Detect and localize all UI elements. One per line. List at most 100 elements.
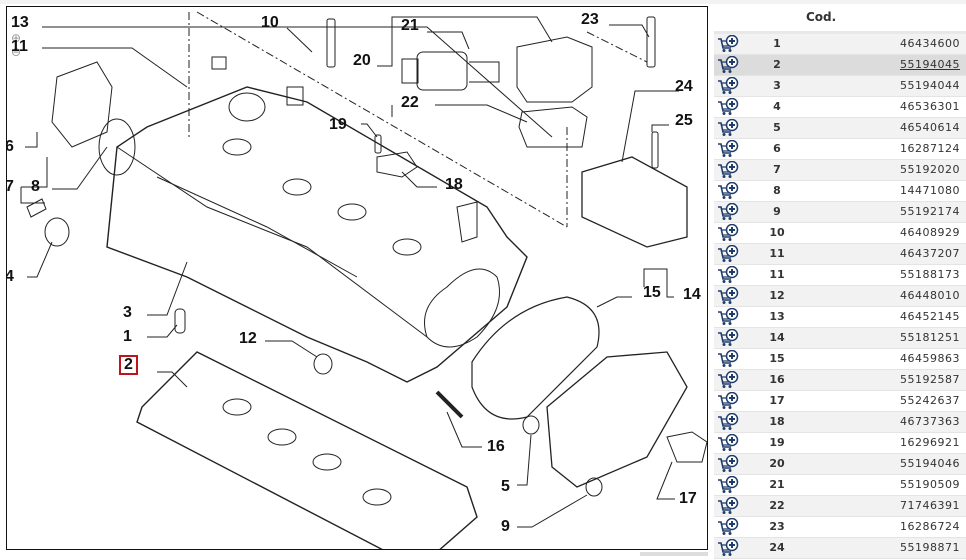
- add-to-cart-icon[interactable]: [717, 223, 739, 242]
- part-code[interactable]: 14471080: [900, 184, 960, 197]
- add-to-cart-icon[interactable]: [717, 328, 739, 347]
- part-code[interactable]: 55194044: [900, 79, 960, 92]
- add-to-cart-icon[interactable]: [717, 202, 739, 221]
- add-to-cart-icon[interactable]: [717, 55, 739, 74]
- part-row[interactable]: 11 55188173: [714, 265, 966, 286]
- part-code[interactable]: 55190509: [900, 478, 960, 491]
- add-to-cart-icon[interactable]: [717, 118, 739, 137]
- part-row[interactable]: 4 46536301: [714, 97, 966, 118]
- callout-21[interactable]: 21: [401, 17, 419, 34]
- callout-24[interactable]: 24: [675, 78, 693, 95]
- callout-1[interactable]: 1: [123, 328, 132, 345]
- part-row[interactable]: 18 46737363: [714, 412, 966, 433]
- callout-2-selected[interactable]: 2: [119, 355, 138, 375]
- part-row[interactable]: 12 46448010: [714, 286, 966, 307]
- callout-15[interactable]: 15: [643, 284, 661, 301]
- add-to-cart-icon[interactable]: [717, 517, 739, 536]
- add-to-cart-icon[interactable]: [717, 370, 739, 389]
- part-code[interactable]: 55192174: [900, 205, 960, 218]
- part-code[interactable]: 46437207: [900, 247, 960, 260]
- add-to-cart-icon[interactable]: [717, 244, 739, 263]
- add-to-cart-icon[interactable]: [717, 391, 739, 410]
- callout-10[interactable]: 10: [261, 14, 279, 31]
- part-row[interactable]: 14 55181251: [714, 328, 966, 349]
- part-row[interactable]: 17 55242637: [714, 391, 966, 412]
- exploded-parts-diagram[interactable]: 13 ⊕ ⊖ 11 10 21 20 22 23 24 25 19 18 6 7…: [6, 6, 708, 550]
- add-to-cart-icon[interactable]: [717, 538, 739, 557]
- callout-9[interactable]: 9: [501, 518, 510, 535]
- part-row[interactable]: 3 55194044: [714, 76, 966, 97]
- part-row[interactable]: 19 16296921: [714, 433, 966, 454]
- callout-8[interactable]: 8: [31, 178, 40, 195]
- part-code[interactable]: 46536301: [900, 100, 960, 113]
- add-to-cart-icon[interactable]: [717, 412, 739, 431]
- part-row[interactable]: 2 55194045: [714, 55, 966, 76]
- zoom-in-icon[interactable]: ⊕: [11, 31, 22, 45]
- callout-22[interactable]: 22: [401, 94, 419, 111]
- add-to-cart-icon[interactable]: [717, 454, 739, 473]
- part-code[interactable]: 55192020: [900, 163, 960, 176]
- add-to-cart-icon[interactable]: [717, 160, 739, 179]
- add-to-cart-icon[interactable]: [717, 286, 739, 305]
- part-code[interactable]: 55194046: [900, 457, 960, 470]
- part-code[interactable]: 71746391: [900, 499, 960, 512]
- part-code[interactable]: 55198871: [900, 541, 960, 554]
- part-code[interactable]: 55192587: [900, 373, 960, 386]
- part-row[interactable]: 20 55194046: [714, 454, 966, 475]
- add-to-cart-icon[interactable]: [717, 97, 739, 116]
- callout-13[interactable]: 13: [11, 14, 29, 31]
- add-to-cart-icon[interactable]: [717, 307, 739, 326]
- callout-19[interactable]: 19: [329, 116, 347, 133]
- part-row[interactable]: 13 46452145: [714, 307, 966, 328]
- callout-7[interactable]: 7: [7, 179, 14, 195]
- part-code[interactable]: 16287124: [900, 142, 960, 155]
- part-row[interactable]: 21 55190509: [714, 475, 966, 496]
- part-row[interactable]: 1 46434600: [714, 34, 966, 55]
- add-to-cart-icon[interactable]: [717, 34, 739, 53]
- callout-18[interactable]: 18: [445, 176, 463, 193]
- part-row[interactable]: 16 55192587: [714, 370, 966, 391]
- part-code[interactable]: 46737363: [900, 415, 960, 428]
- part-row[interactable]: 8 14471080: [714, 181, 966, 202]
- add-to-cart-icon[interactable]: [717, 139, 739, 158]
- part-row[interactable]: 23 16286724: [714, 517, 966, 538]
- add-to-cart-icon[interactable]: [717, 433, 739, 452]
- part-code[interactable]: 55188173: [900, 268, 960, 281]
- part-row[interactable]: 15 46459863: [714, 349, 966, 370]
- add-to-cart-icon[interactable]: [717, 181, 739, 200]
- part-code[interactable]: 16286724: [900, 520, 960, 533]
- part-code[interactable]: 55194045: [900, 58, 960, 71]
- zoom-out-icon[interactable]: ⊖: [11, 45, 22, 59]
- part-row[interactable]: 7 55192020: [714, 160, 966, 181]
- part-code[interactable]: 46408929: [900, 226, 960, 239]
- callout-14[interactable]: 14: [683, 286, 701, 303]
- part-code[interactable]: 46434600: [900, 37, 960, 50]
- part-row[interactable]: 6 16287124: [714, 139, 966, 160]
- part-row[interactable]: 9 55192174: [714, 202, 966, 223]
- callout-23[interactable]: 23: [581, 11, 599, 28]
- callout-20[interactable]: 20: [353, 52, 371, 69]
- add-to-cart-icon[interactable]: [717, 76, 739, 95]
- part-code[interactable]: 46448010: [900, 289, 960, 302]
- part-row[interactable]: 22 71746391: [714, 496, 966, 517]
- callout-3[interactable]: 3: [123, 304, 132, 321]
- part-code[interactable]: 55242637: [900, 394, 960, 407]
- callout-12[interactable]: 12: [239, 330, 257, 347]
- part-code[interactable]: 46459863: [900, 352, 960, 365]
- part-row[interactable]: 10 46408929: [714, 223, 966, 244]
- callout-11[interactable]: 11: [11, 38, 28, 55]
- callout-16[interactable]: 16: [487, 438, 505, 455]
- part-row[interactable]: 5 46540614: [714, 118, 966, 139]
- part-code[interactable]: 46452145: [900, 310, 960, 323]
- add-to-cart-icon[interactable]: [717, 349, 739, 368]
- part-code[interactable]: 55181251: [900, 331, 960, 344]
- part-code[interactable]: 16296921: [900, 436, 960, 449]
- callout-17[interactable]: 17: [679, 490, 697, 507]
- callout-4[interactable]: 4: [7, 269, 14, 285]
- add-to-cart-icon[interactable]: [717, 265, 739, 284]
- add-to-cart-icon[interactable]: [717, 496, 739, 515]
- part-code[interactable]: 46540614: [900, 121, 960, 134]
- callout-25[interactable]: 25: [675, 112, 693, 129]
- callout-5[interactable]: 5: [501, 478, 510, 495]
- part-row[interactable]: 11 46437207: [714, 244, 966, 265]
